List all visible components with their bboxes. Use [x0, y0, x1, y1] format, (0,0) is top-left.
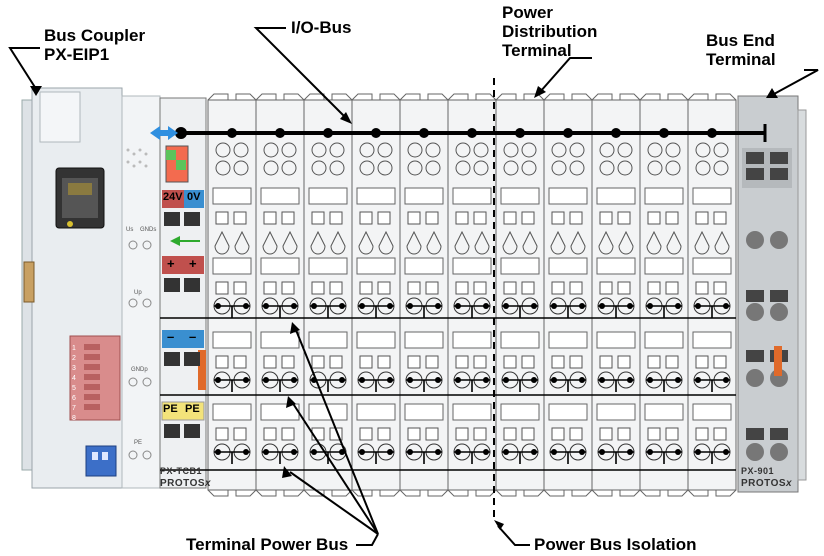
io-module-10 — [639, 99, 689, 491]
label-power-bus-isolation: Power Bus Isolation — [534, 535, 697, 554]
badge-minus-2: – — [189, 329, 197, 344]
callout-leaders — [8, 27, 819, 546]
brand-logo-right: PROTOSx — [741, 478, 793, 489]
io-module-3 — [303, 99, 353, 491]
dip-numbers: 1 2 3 4 5 6 7 8 — [72, 345, 76, 422]
io-module-4 — [351, 99, 401, 491]
label-power-distribution-terminal: Power Distribution Terminal — [502, 3, 598, 60]
badge-plus-2: + — [189, 256, 197, 271]
io-bus-line — [175, 124, 767, 142]
power-terminal-body — [159, 97, 207, 489]
badge-0v: 0V — [187, 191, 201, 203]
blue-double-arrow-icon — [150, 126, 178, 140]
led-label-us: Us — [126, 227, 134, 233]
label-terminal-power-bus: Terminal Power Bus — [186, 535, 349, 554]
badge-minus-1: – — [167, 329, 175, 344]
terminal-power-bus-lines — [160, 317, 736, 471]
io-module-11 — [687, 99, 737, 491]
io-module-9 — [591, 99, 641, 491]
bus-end-terminal-body — [737, 95, 807, 493]
led-label-gndp: GNDp — [131, 367, 148, 373]
power-terminal-model: PX-TCB1 — [160, 466, 203, 476]
io-module-8 — [543, 99, 593, 491]
dip-switch-blue[interactable] — [85, 445, 117, 477]
label-io-bus: I/O-Bus — [291, 18, 352, 37]
badge-plus-1: + — [167, 256, 175, 271]
io-module-6 — [447, 99, 497, 491]
io-module-5 — [399, 99, 449, 491]
io-module-7 — [495, 99, 545, 491]
end-terminal-model: PX-901 — [741, 466, 775, 476]
io-module-2 — [255, 99, 305, 491]
led-label-pe: PE — [134, 440, 143, 446]
green-arrow-icon — [170, 236, 200, 246]
badge-24v: 24V — [163, 191, 183, 203]
bus-coupler-body — [21, 87, 161, 489]
io-module-1 — [207, 99, 257, 491]
led-label-gnds: GNDs — [140, 227, 157, 233]
brand-logo-left: PROTOSx — [160, 478, 212, 489]
led-label-up: Up — [134, 290, 142, 296]
badge-pe-2: PE — [185, 403, 200, 415]
label-bus-end-terminal: Bus End Terminal — [706, 31, 776, 69]
label-bus-coupler: Bus Coupler PX-EIP1 — [44, 26, 146, 64]
badge-pe-1: PE — [163, 403, 178, 415]
io-terminal-modules — [207, 93, 737, 497]
